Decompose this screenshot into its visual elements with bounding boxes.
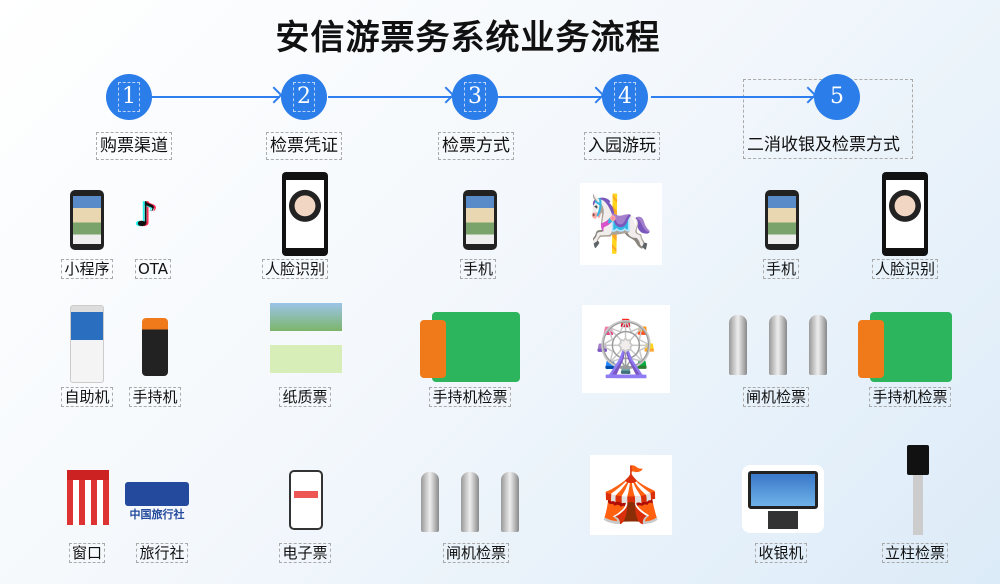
item-label: 电子票 (250, 542, 360, 564)
stage-label: 检票凭证 (266, 132, 342, 160)
item-label: OTA (98, 258, 208, 280)
phone-image (765, 190, 799, 250)
item-label: 小程序 (32, 258, 142, 280)
step-3-circle: 3 (452, 74, 498, 120)
swing-ride-image: 🎪 (590, 455, 672, 535)
step-1-circle: 1 (106, 74, 152, 120)
item-label: 闸机检票 (721, 386, 831, 408)
item-label: 自助机 (32, 386, 142, 408)
mini-program-phone-image (70, 190, 104, 250)
ferris-wheel-image: 🎡 (582, 305, 670, 393)
paper-ticket-image (270, 303, 342, 373)
ticket-window-image (67, 470, 109, 525)
e-ticket-phone-image (289, 470, 323, 530)
item-label: 手持机检票 (855, 386, 965, 408)
item-label: 人脸识别 (850, 258, 960, 280)
kiosk-image (70, 305, 104, 383)
pillar-gate-image (895, 445, 939, 537)
item-label: 立柱检票 (860, 542, 970, 564)
turnstile-image (718, 305, 838, 375)
face-recognition-device-image (882, 172, 928, 256)
face-recognition-device-image (282, 172, 328, 256)
flow-line (651, 96, 814, 98)
stage-label: 入园游玩 (584, 132, 660, 160)
item-label: 旅行社 (107, 542, 217, 564)
item-label: 窗口 (32, 542, 142, 564)
item-label: 人脸识别 (240, 258, 350, 280)
phone-image (463, 190, 497, 250)
item-label: 闸机检票 (421, 542, 531, 564)
arrow-icon (265, 86, 283, 104)
travel-agency-logo: 中国旅行社 (125, 482, 189, 526)
page-title: 安信游票务系统业务流程 (275, 18, 661, 58)
stage-label: 二消收银及检票方式 (747, 135, 900, 155)
item-label: 手持机 (100, 386, 210, 408)
carousel-image: 🎠 (580, 183, 662, 265)
stage-label: 购票渠道 (96, 132, 172, 160)
flow-line (150, 96, 280, 98)
tiktok-logo-icon: ♪ (135, 195, 157, 235)
flow-line (328, 96, 452, 98)
item-label: 手机 (423, 258, 533, 280)
item-label: 纸质票 (250, 386, 360, 408)
step-5-circle: 5 (814, 74, 860, 120)
cashier-register-image (742, 465, 824, 533)
item-label: 手机 (726, 258, 836, 280)
handheld-check-image (858, 312, 952, 382)
turnstile-image (410, 462, 530, 532)
item-label: 手持机检票 (415, 386, 525, 408)
step-2-circle: 2 (281, 74, 327, 120)
stage-label: 检票方式 (438, 132, 514, 160)
handheld-image (142, 318, 168, 376)
item-label: 收银机 (726, 542, 836, 564)
flow-line (498, 96, 602, 98)
handheld-check-image (420, 312, 520, 382)
step-4-circle: 4 (602, 74, 648, 120)
